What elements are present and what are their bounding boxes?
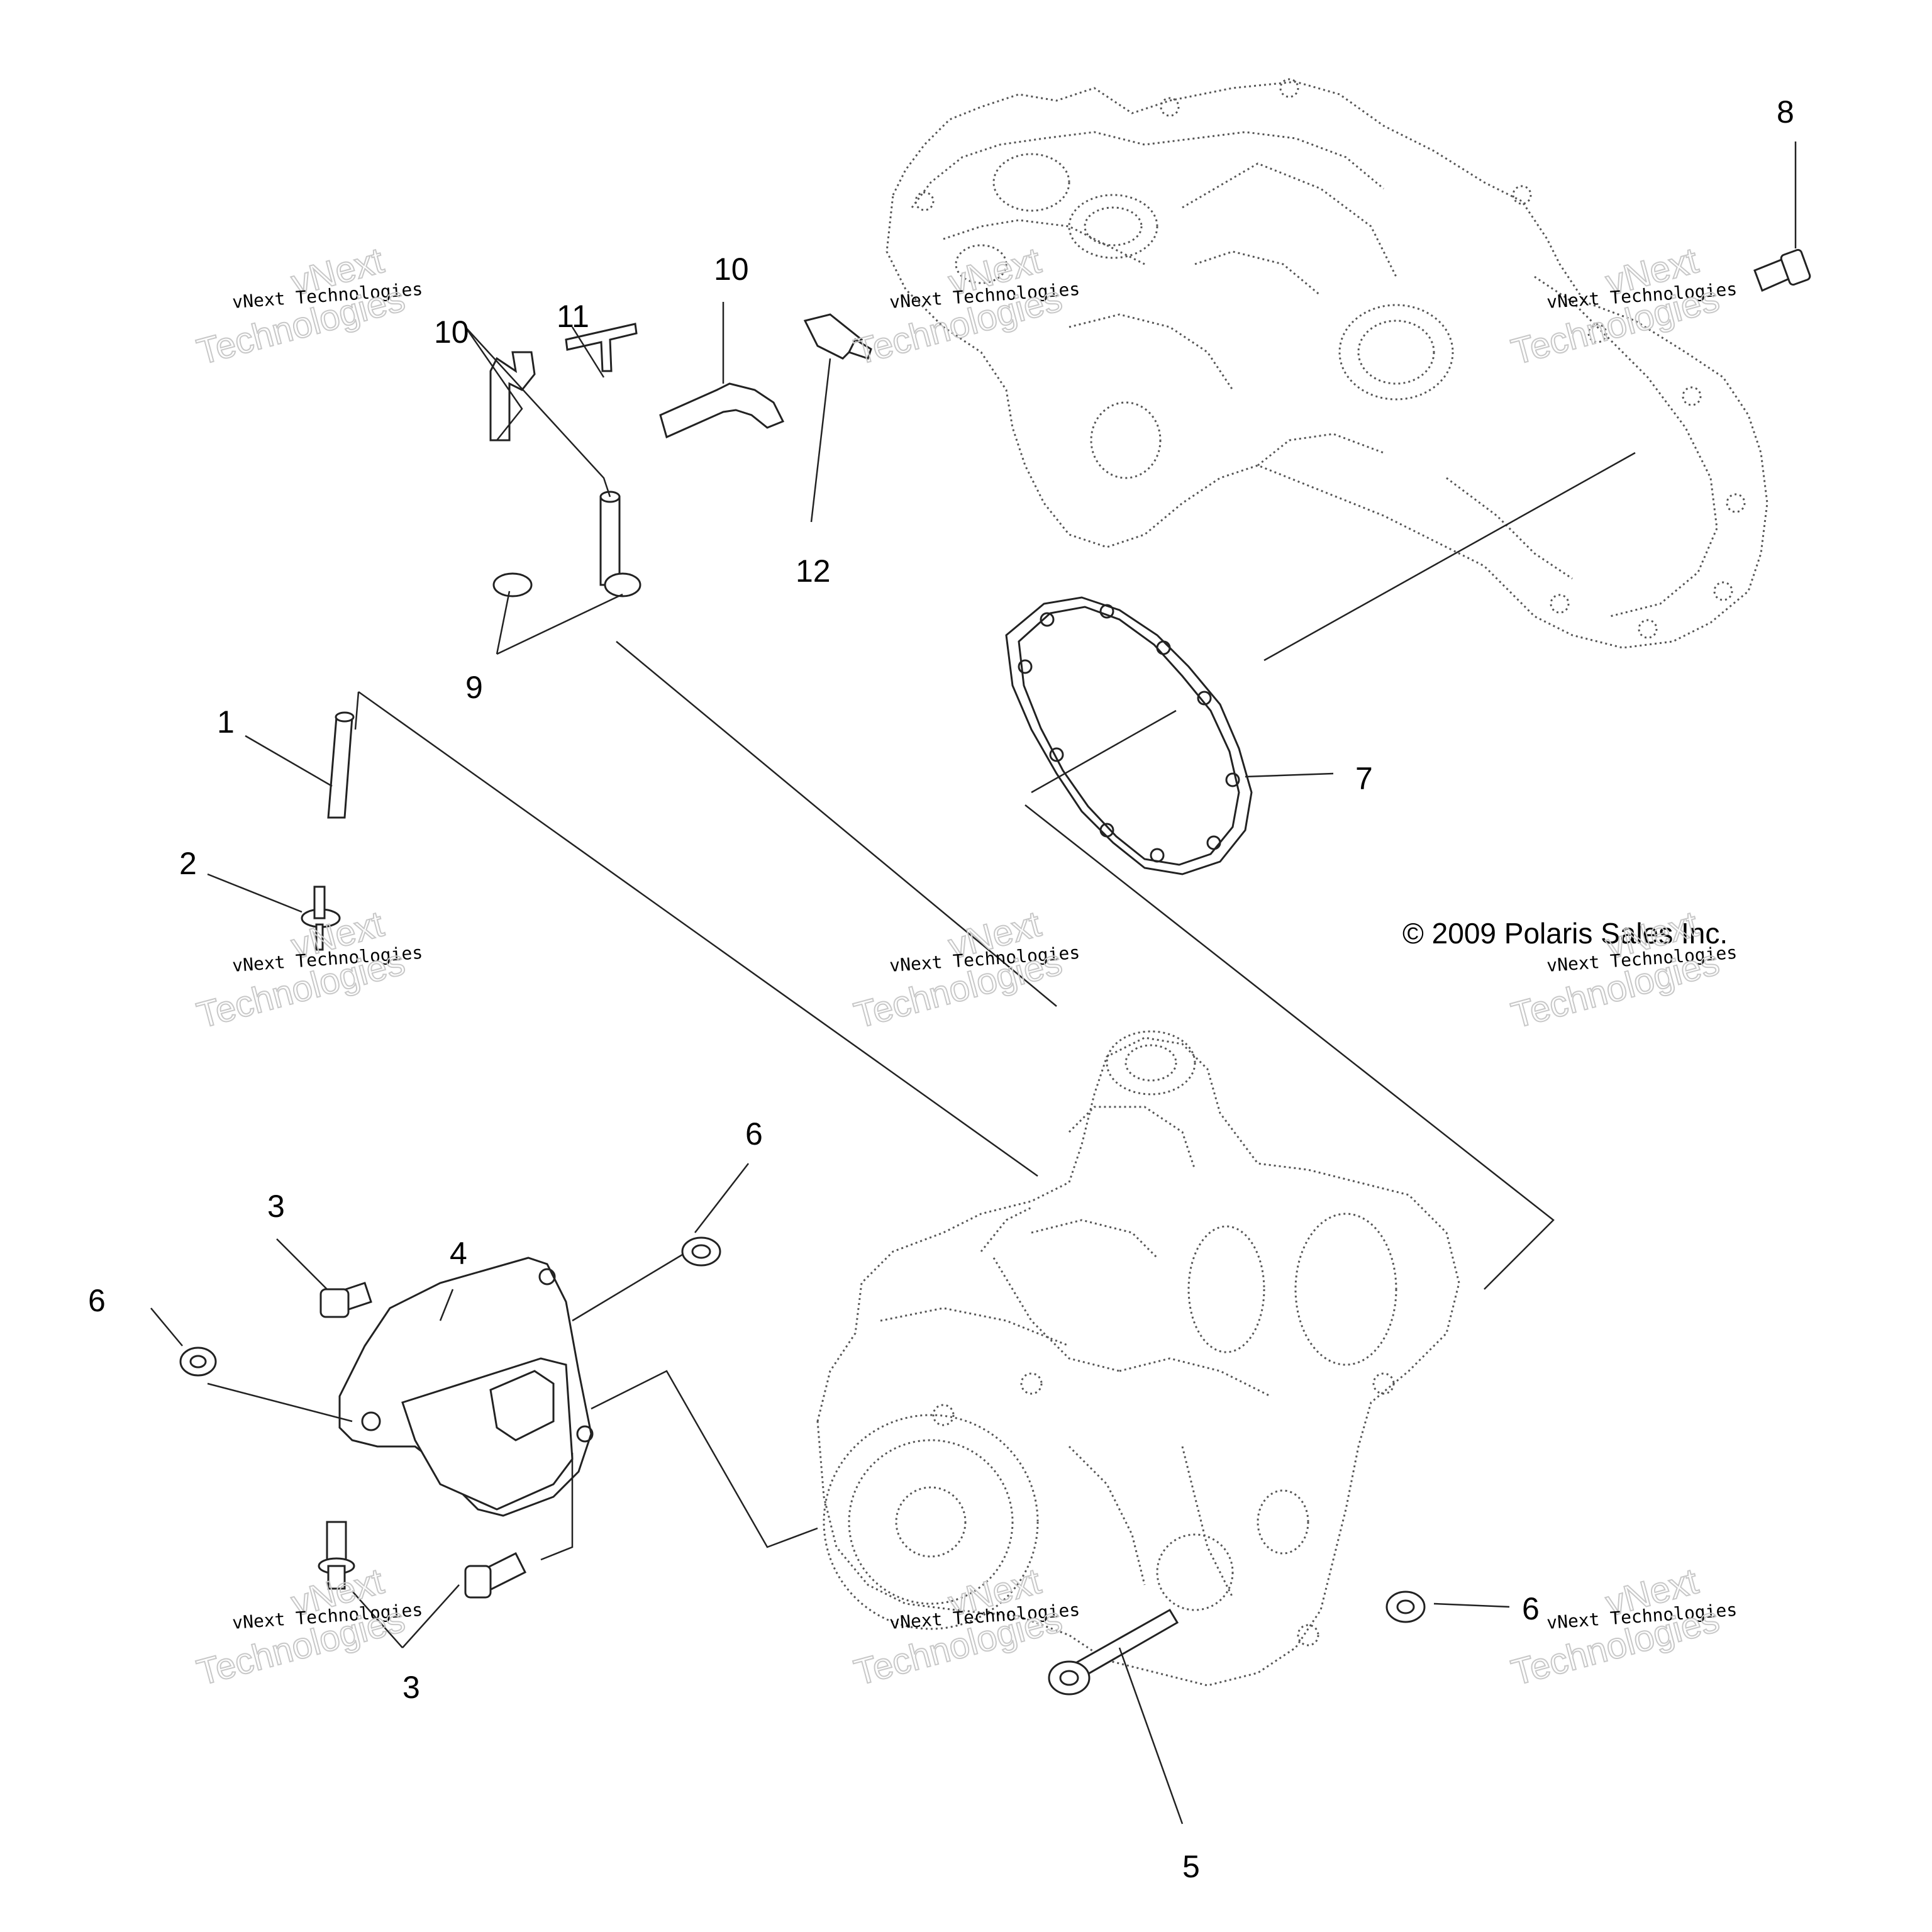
hose-part-10-left bbox=[489, 351, 621, 586]
nut-part-6 bbox=[179, 1236, 1426, 1623]
clamp-part-9 bbox=[492, 572, 641, 597]
screw-part-8 bbox=[1753, 248, 1811, 292]
callout-2: 2 bbox=[179, 846, 197, 881]
watermark: vNext vNext Technologies Technologies bbox=[192, 902, 424, 1036]
callout-labels: 1 2 3 3 4 5 6 6 6 7 8 9 10 10 11 12 bbox=[88, 94, 1794, 1884]
vent-part-2 bbox=[301, 886, 341, 951]
callout-3-bottom: 3 bbox=[402, 1670, 420, 1705]
callout-10-right: 10 bbox=[714, 252, 749, 287]
sensor-part-12 bbox=[803, 313, 872, 360]
callout-6-right: 6 bbox=[1522, 1591, 1540, 1626]
gasket bbox=[1005, 596, 1253, 875]
callout-5: 5 bbox=[1182, 1849, 1200, 1884]
copyright-text: © 2009 Polaris Sales Inc. bbox=[1402, 917, 1728, 950]
transmission-case bbox=[886, 78, 1768, 649]
bracket-part-4 bbox=[338, 1257, 594, 1517]
screw-part-3 bbox=[318, 1282, 527, 1599]
callout-7: 7 bbox=[1355, 761, 1373, 796]
callout-3-top: 3 bbox=[267, 1189, 285, 1224]
leader-lines bbox=[150, 142, 1797, 1824]
hose-part-10-right bbox=[659, 382, 785, 439]
callout-11: 11 bbox=[557, 299, 589, 334]
watermark: vNext vNext Technologies Technologies bbox=[850, 902, 1081, 1036]
callout-12: 12 bbox=[796, 553, 831, 589]
watermark: vNext vNext Technologies Technologies bbox=[192, 1560, 424, 1694]
callout-9: 9 bbox=[465, 670, 483, 705]
callout-6-left: 6 bbox=[88, 1283, 106, 1318]
callout-10-left: 10 bbox=[434, 314, 469, 350]
copyright-notice: © 2009 Polaris Sales Inc. bbox=[1402, 917, 1728, 950]
callout-6-top: 6 bbox=[745, 1116, 763, 1152]
callout-4: 4 bbox=[450, 1236, 467, 1271]
watermark: vNext vNext Technologies Technologies bbox=[1507, 1560, 1738, 1694]
watermark: vNext vNext Technologies Technologies bbox=[192, 239, 424, 373]
callout-1: 1 bbox=[217, 704, 235, 740]
callout-8: 8 bbox=[1777, 94, 1794, 130]
tube-part-1 bbox=[327, 711, 355, 819]
engine bbox=[816, 1030, 1460, 1687]
bolt-part-5 bbox=[1048, 1608, 1179, 1696]
tee-fitting-part-11 bbox=[565, 323, 638, 372]
watermark: vNext vNext Technologies Technologies bbox=[850, 239, 1081, 373]
